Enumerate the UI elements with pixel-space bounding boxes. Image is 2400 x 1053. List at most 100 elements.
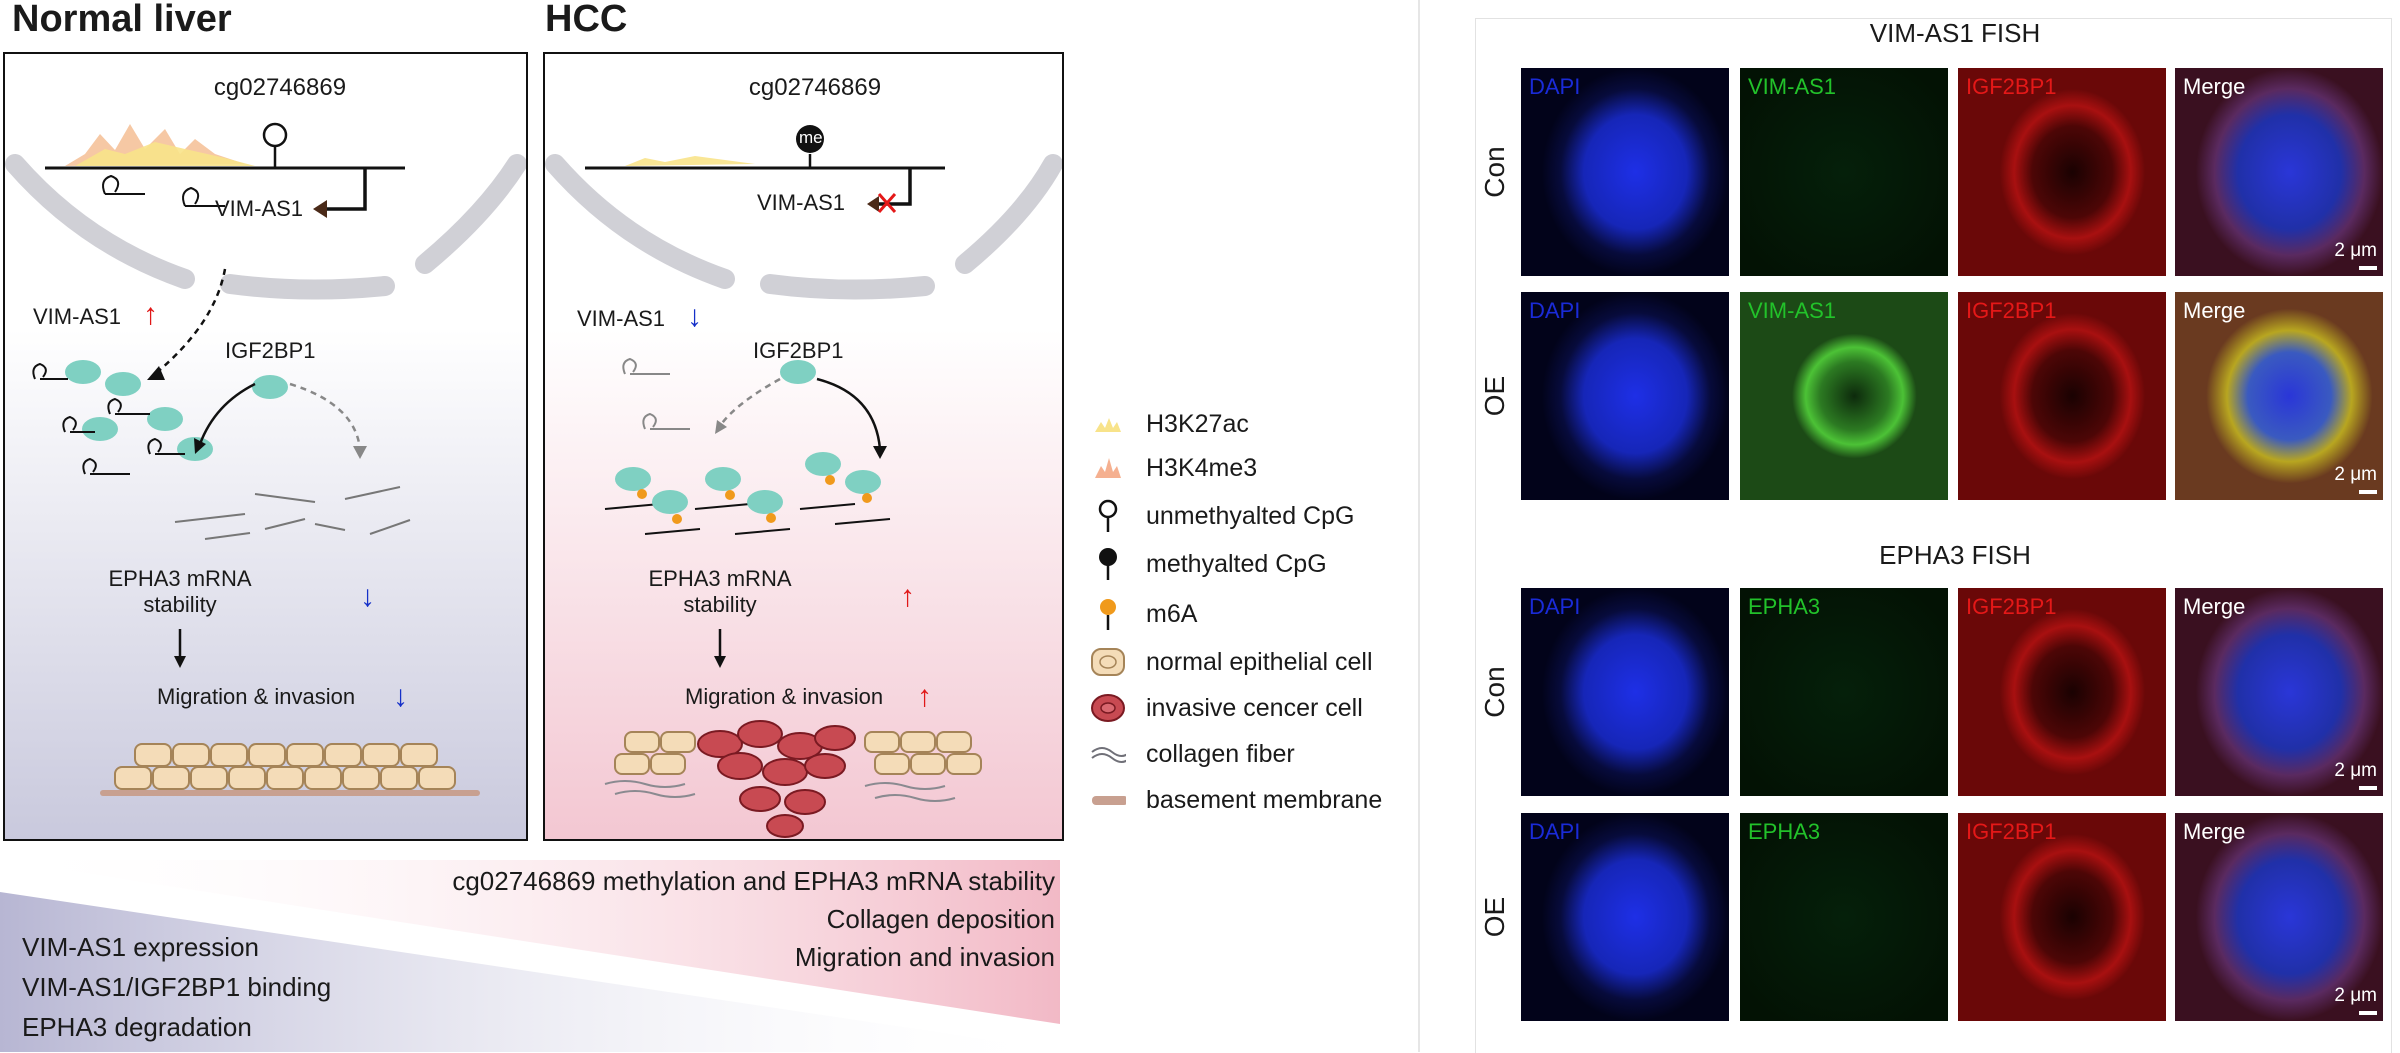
normal-liver-panel: cg02746869 VIM-AS1 VIM-AS1 ↑ IGF2BP1 EPH… xyxy=(3,52,528,841)
fish-panel-frame xyxy=(1475,18,2392,1053)
fish-channel-label: Merge xyxy=(2183,594,2246,619)
hcc-gene-label: VIM-AS1 xyxy=(757,190,846,215)
increasing-wedge xyxy=(0,860,1060,1024)
basement-membrane-icon xyxy=(1090,782,1126,818)
fish-image-igf2bp1: IGF2BP1 xyxy=(1958,68,2166,276)
normal-igf-label: IGF2BP1 xyxy=(225,338,316,363)
fish-channel-label: Merge xyxy=(2183,298,2246,323)
fish-row-label: Con xyxy=(1479,666,1510,718)
hcc-cpg-label: cg02746869 xyxy=(748,74,882,101)
fish-image-merge: Merge 2 μm xyxy=(2175,588,2383,796)
fish-channel-label: DAPI xyxy=(1529,819,1581,844)
hcc-epha3-up-arrow: ↑ xyxy=(900,580,915,613)
fish-channel-label: EPHA3 xyxy=(1748,594,1821,619)
scale-bar: 2 μm xyxy=(2334,760,2377,790)
fish-image-igf2bp1: IGF2BP1 xyxy=(1958,292,2166,500)
bottom-left-line-2: VIM-AS1/IGF2BP1 binding xyxy=(22,972,332,1002)
hcc-epha3-label: EPHA3 mRNA xyxy=(648,566,792,591)
fish-image-dapi: DAPI xyxy=(1521,813,1729,1021)
hcc-epha3-stability: stability xyxy=(683,592,757,617)
hcc-vim-down-arrow: ↓ xyxy=(687,300,702,333)
panel-divider xyxy=(1418,0,1420,1052)
hcc-schematic xyxy=(545,125,1062,838)
hcc-igf-label: IGF2BP1 xyxy=(753,338,844,363)
fish-channel-label: IGF2BP1 xyxy=(1966,298,2057,323)
hcc-migration-label: Migration & invasion xyxy=(685,684,884,709)
h3k4me3-peak-icon xyxy=(1090,450,1126,486)
unmethylated-cpg-icon xyxy=(1090,498,1126,534)
fish-image-dapi: DAPI xyxy=(1521,292,1729,500)
h3k27ac-peak-icon xyxy=(1090,406,1126,442)
fish-channel-label: IGF2BP1 xyxy=(1966,819,2057,844)
normal-vim-up-arrow: ↑ xyxy=(143,298,158,331)
fish-channel-label: VIM-AS1 xyxy=(1748,298,1837,323)
fish-image-igf2bp1: IGF2BP1 xyxy=(1958,813,2166,1021)
bottom-right-line-1: cg02746869 methylation and EPHA3 mRNA st… xyxy=(452,866,1055,896)
legend-unmethylated: unmethyalted CpG xyxy=(1090,496,1354,536)
normal-gene-label: VIM-AS1 xyxy=(215,196,304,221)
legend-normal-cell: normal epithelial cell xyxy=(1090,642,1373,682)
legend-h3k4me3: H3K4me3 xyxy=(1090,448,1257,488)
legend-label: m6A xyxy=(1146,599,1198,628)
legend-label: normal epithelial cell xyxy=(1146,647,1373,676)
invasive-cancer-cell-icon xyxy=(1090,690,1126,726)
legend-cancer-cell: invasive cencer cell xyxy=(1090,688,1363,728)
legend-label: basement membrane xyxy=(1146,785,1383,814)
fish-image-dapi: DAPI xyxy=(1521,588,1729,796)
bottom-left-line-3: EPHA3 degradation xyxy=(22,1012,252,1042)
normal-epha3-stability: stability xyxy=(143,592,217,617)
normal-vim-level-label: VIM-AS1 xyxy=(33,304,122,329)
m6a-icon xyxy=(1090,596,1126,632)
hcc-me-label: me xyxy=(799,128,823,147)
normal-epha3-label: EPHA3 mRNA xyxy=(108,566,252,591)
scale-bar: 2 μm xyxy=(2334,464,2377,494)
fish-image-epha3: EPHA3 xyxy=(1740,813,1948,1021)
hcc-migration-up-arrow: ↑ xyxy=(917,680,932,713)
fish-image-merge: Merge 2 μm xyxy=(2175,813,2383,1021)
decreasing-wedge xyxy=(0,892,1070,1052)
hcc-panel: cg02746869 me VIM-AS1 VIM-AS1 ↓ IGF2BP1 … xyxy=(543,52,1064,841)
fish-channel-label: Merge xyxy=(2183,74,2246,99)
fish-channel-label: IGF2BP1 xyxy=(1966,74,2057,99)
bottom-left-line-1: VIM-AS1 expression xyxy=(22,932,259,962)
legend-m6a: m6A xyxy=(1090,594,1197,634)
normal-liver-title: Normal liver xyxy=(12,0,232,40)
fish-channel-label: DAPI xyxy=(1529,74,1581,99)
fish-channel-label: DAPI xyxy=(1529,594,1581,619)
fish-channel-label: VIM-AS1 xyxy=(1748,74,1837,99)
legend-label: invasive cencer cell xyxy=(1146,693,1363,722)
methylated-cpg-icon xyxy=(1090,546,1126,582)
vim-fish-title: VIM-AS1 FISH xyxy=(1869,18,2041,48)
fish-row-label: OE xyxy=(1479,375,1510,417)
normal-cpg-label: cg02746869 xyxy=(213,74,347,101)
normal-epithelial-cell-icon xyxy=(1090,644,1126,680)
fish-image-vim-as1: VIM-AS1 xyxy=(1740,292,1948,500)
fish-image-vim-as1: VIM-AS1 xyxy=(1740,68,1948,276)
bottom-right-line-3: Migration and invasion xyxy=(794,942,1055,972)
legend-label: H3K27ac xyxy=(1146,409,1249,438)
fish-image-merge: Merge 2 μm xyxy=(2175,68,2383,276)
fish-channel-label: EPHA3 xyxy=(1748,819,1821,844)
normal-epha3-down-arrow: ↓ xyxy=(360,580,375,613)
fish-row-label: Con xyxy=(1479,146,1510,198)
legend-label: unmethyalted CpG xyxy=(1146,501,1355,530)
fish-image-merge: Merge 2 μm xyxy=(2175,292,2383,500)
hcc-title: HCC xyxy=(545,0,628,40)
scale-bar: 2 μm xyxy=(2334,985,2377,1015)
fish-channel-label: DAPI xyxy=(1529,298,1581,323)
legend-basement-membrane: basement membrane xyxy=(1090,780,1382,820)
epha3-fish-title: EPHA3 FISH xyxy=(1879,540,2031,570)
legend-methylated: methyalted CpG xyxy=(1090,544,1327,584)
legend-label: H3K4me3 xyxy=(1146,453,1258,482)
normal-migration-label: Migration & invasion xyxy=(157,684,356,709)
collagen-fiber-icon xyxy=(1090,736,1126,772)
fish-image-igf2bp1: IGF2BP1 xyxy=(1958,588,2166,796)
gradient-wedges xyxy=(0,860,1070,1052)
legend-h3k27ac: H3K27ac xyxy=(1090,404,1249,444)
fish-channel-label: Merge xyxy=(2183,819,2246,844)
legend-label: methyalted CpG xyxy=(1146,549,1327,578)
scale-bar: 2 μm xyxy=(2334,240,2377,270)
legend-collagen: collagen fiber xyxy=(1090,734,1295,774)
normal-liver-schematic xyxy=(5,122,526,796)
legend-label: collagen fiber xyxy=(1146,739,1295,768)
